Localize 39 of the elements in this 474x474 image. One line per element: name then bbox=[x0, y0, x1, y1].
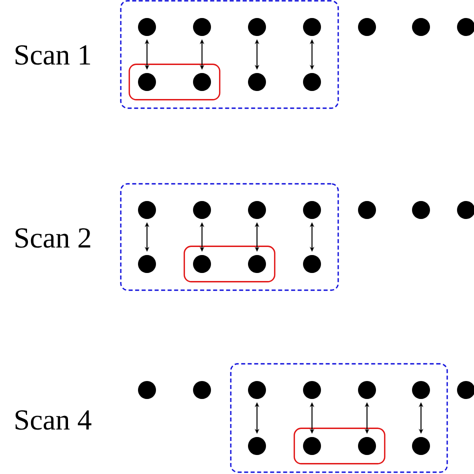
dot bbox=[303, 201, 321, 219]
dot bbox=[193, 18, 211, 36]
dot bbox=[248, 437, 266, 455]
dot bbox=[138, 73, 156, 91]
dot bbox=[303, 437, 321, 455]
dot bbox=[412, 437, 430, 455]
dot bbox=[193, 73, 211, 91]
dot bbox=[358, 437, 376, 455]
highlight-frame bbox=[184, 246, 276, 282]
dot bbox=[248, 18, 266, 36]
dot bbox=[303, 73, 321, 91]
dot bbox=[138, 381, 156, 399]
dot bbox=[248, 73, 266, 91]
dot bbox=[412, 381, 430, 399]
dot bbox=[412, 201, 430, 219]
scan-label: Scan 2 bbox=[16, 228, 90, 248]
dot bbox=[358, 381, 376, 399]
dot bbox=[138, 255, 156, 273]
dot bbox=[358, 201, 376, 219]
highlight-frame bbox=[128, 64, 220, 100]
scan-label: Scan 4 bbox=[16, 410, 92, 430]
dashed-frame bbox=[120, 0, 339, 109]
dashed-frame bbox=[120, 183, 339, 291]
dot bbox=[193, 201, 211, 219]
dot bbox=[303, 18, 321, 36]
dashed-frame bbox=[230, 363, 448, 473]
dot bbox=[412, 18, 430, 36]
dot bbox=[138, 201, 156, 219]
dot bbox=[358, 18, 376, 36]
scan-label: Scan 1 bbox=[16, 45, 90, 65]
dot bbox=[248, 381, 266, 399]
dot bbox=[248, 201, 266, 219]
dot bbox=[138, 18, 156, 36]
dot bbox=[193, 381, 211, 399]
dot bbox=[248, 255, 266, 273]
dot bbox=[303, 255, 321, 273]
dot bbox=[193, 255, 211, 273]
highlight-frame bbox=[294, 428, 386, 464]
dot bbox=[303, 381, 321, 399]
